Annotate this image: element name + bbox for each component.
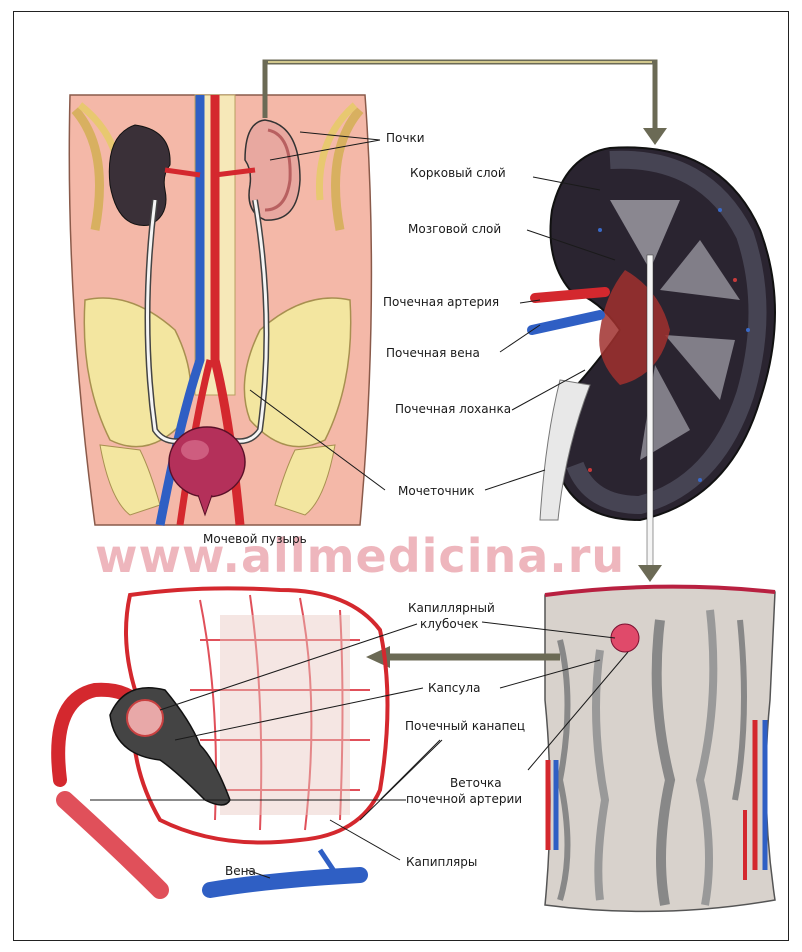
- label-renal-pelvis: Почечная лоханка: [395, 402, 511, 416]
- glomerulus-illustration: [58, 588, 387, 890]
- kidney-cross-section: [550, 147, 775, 570]
- torso-kidney-left: [109, 125, 170, 226]
- label-vein: Вена: [225, 864, 256, 878]
- label-capsule: Капсула: [428, 681, 480, 695]
- label-renal-artery: Почечная артерия: [383, 295, 499, 309]
- watermark-text: www.allmedicina.ru: [95, 529, 625, 583]
- label-artery-branch-line2: почечной артерии: [406, 792, 522, 806]
- label-capillaries: Капипляры: [406, 855, 477, 869]
- label-bladder: Мочевой пузырь: [203, 532, 307, 546]
- label-tubule: Почечный канапец: [405, 719, 525, 733]
- label-ureter: Мочеточник: [398, 484, 474, 498]
- label-artery-branch-line1: Веточка: [450, 776, 502, 790]
- connector-arrow-down: [638, 565, 662, 582]
- label-cortex: Корковый слой: [410, 166, 506, 180]
- label-kidneys: Почки: [386, 131, 425, 145]
- nephron-tissue-block: [545, 587, 775, 912]
- label-glomerulus-line2: клубочек: [420, 617, 478, 631]
- label-glomerulus-line1: Капиллярный: [408, 601, 495, 615]
- label-renal-vein: Почечная вена: [386, 346, 480, 360]
- label-medulla: Мозговой слой: [408, 222, 501, 236]
- connector-arrow-left: [366, 646, 560, 668]
